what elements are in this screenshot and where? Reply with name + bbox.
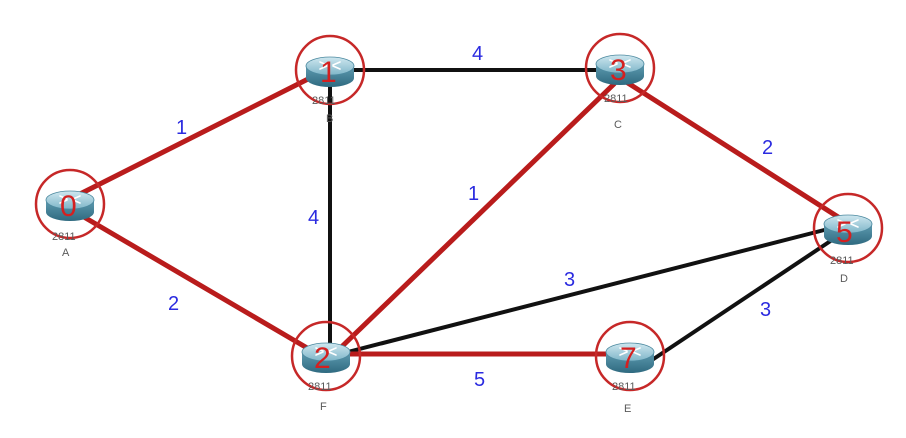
router-icon-f [301, 342, 351, 373]
weight-f-e: 5 [474, 369, 485, 391]
router-icon-b [305, 56, 355, 87]
router-arrows-icon [837, 219, 859, 228]
weight-a-b: 1 [176, 117, 187, 139]
router-arrows-icon [619, 347, 641, 356]
router-top [305, 56, 355, 76]
router-arrows-icon [319, 61, 341, 70]
weight-f-d: 3 [564, 269, 575, 291]
node-d-ring [812, 192, 884, 264]
edge-e-d [644, 238, 834, 366]
node-f-distance: 2 [314, 342, 331, 375]
node-a-model: 2811 [52, 231, 76, 243]
node-c-distance: 3 [610, 54, 627, 87]
node-c-letter: C [614, 119, 622, 131]
node-b[interactable]: 1 2811 B [294, 34, 366, 125]
node-f-model: 2811 [308, 381, 332, 393]
node-d-letter: D [840, 273, 848, 285]
router-arrows-icon [609, 59, 631, 68]
router-top [605, 342, 655, 362]
router-top [45, 190, 95, 210]
edge-f-c [327, 81, 617, 361]
node-a[interactable]: 0 2811 A [34, 168, 106, 259]
node-f-ring [290, 320, 362, 392]
node-b-ring [294, 34, 366, 106]
router-icon-e [605, 342, 655, 373]
weight-e-d: 3 [760, 299, 771, 321]
node-d-distance: 5 [836, 216, 853, 249]
node-c[interactable]: 3 2811 C [584, 32, 656, 131]
edge-f-d [339, 226, 833, 356]
router-top [823, 214, 873, 234]
weight-a-f: 2 [168, 293, 179, 315]
node-overlays: 0 2811 A 1 2811 B 3 2811 C 5 2811 D 7 28… [34, 32, 884, 415]
node-e-letter: E [624, 403, 631, 415]
node-e-ring [594, 320, 666, 392]
node-a-letter: A [62, 247, 70, 259]
router-icon-c [595, 54, 645, 85]
node-b-distance: 1 [320, 56, 337, 89]
router-icon-d [823, 214, 873, 245]
weight-b-c: 4 [472, 43, 483, 65]
node-f-letter: F [320, 401, 327, 413]
node-e[interactable]: 7 2811 E [594, 320, 666, 415]
weight-f-c: 1 [468, 183, 479, 205]
edge-a-f [69, 207, 317, 355]
weight-b-f: 4 [308, 207, 319, 229]
node-e-model: 2811 [612, 381, 636, 393]
router-icon-a [45, 190, 95, 221]
node-a-ring [34, 168, 106, 240]
router-nodes [45, 54, 873, 373]
node-e-distance: 7 [620, 342, 637, 375]
node-d[interactable]: 5 2811 D [812, 192, 884, 285]
node-f[interactable]: 2 2811 F [290, 320, 362, 413]
router-top [301, 342, 351, 362]
node-c-model: 2811 [604, 93, 628, 105]
node-d-model: 2811 [830, 255, 854, 267]
node-c-ring [584, 32, 656, 104]
node-b-letter: B [326, 113, 333, 125]
edges [69, 68, 849, 366]
edge-a-b [69, 71, 321, 201]
edge-weights: 1 2 4 4 1 2 3 5 3 [168, 43, 773, 391]
node-b-model: 2811 [312, 95, 336, 107]
router-arrows-icon [59, 195, 81, 204]
router-arrows-icon [315, 347, 337, 356]
weight-c-d: 2 [762, 137, 773, 159]
router-top [595, 54, 645, 74]
node-a-distance: 0 [60, 190, 77, 223]
edge-c-d [617, 75, 849, 225]
